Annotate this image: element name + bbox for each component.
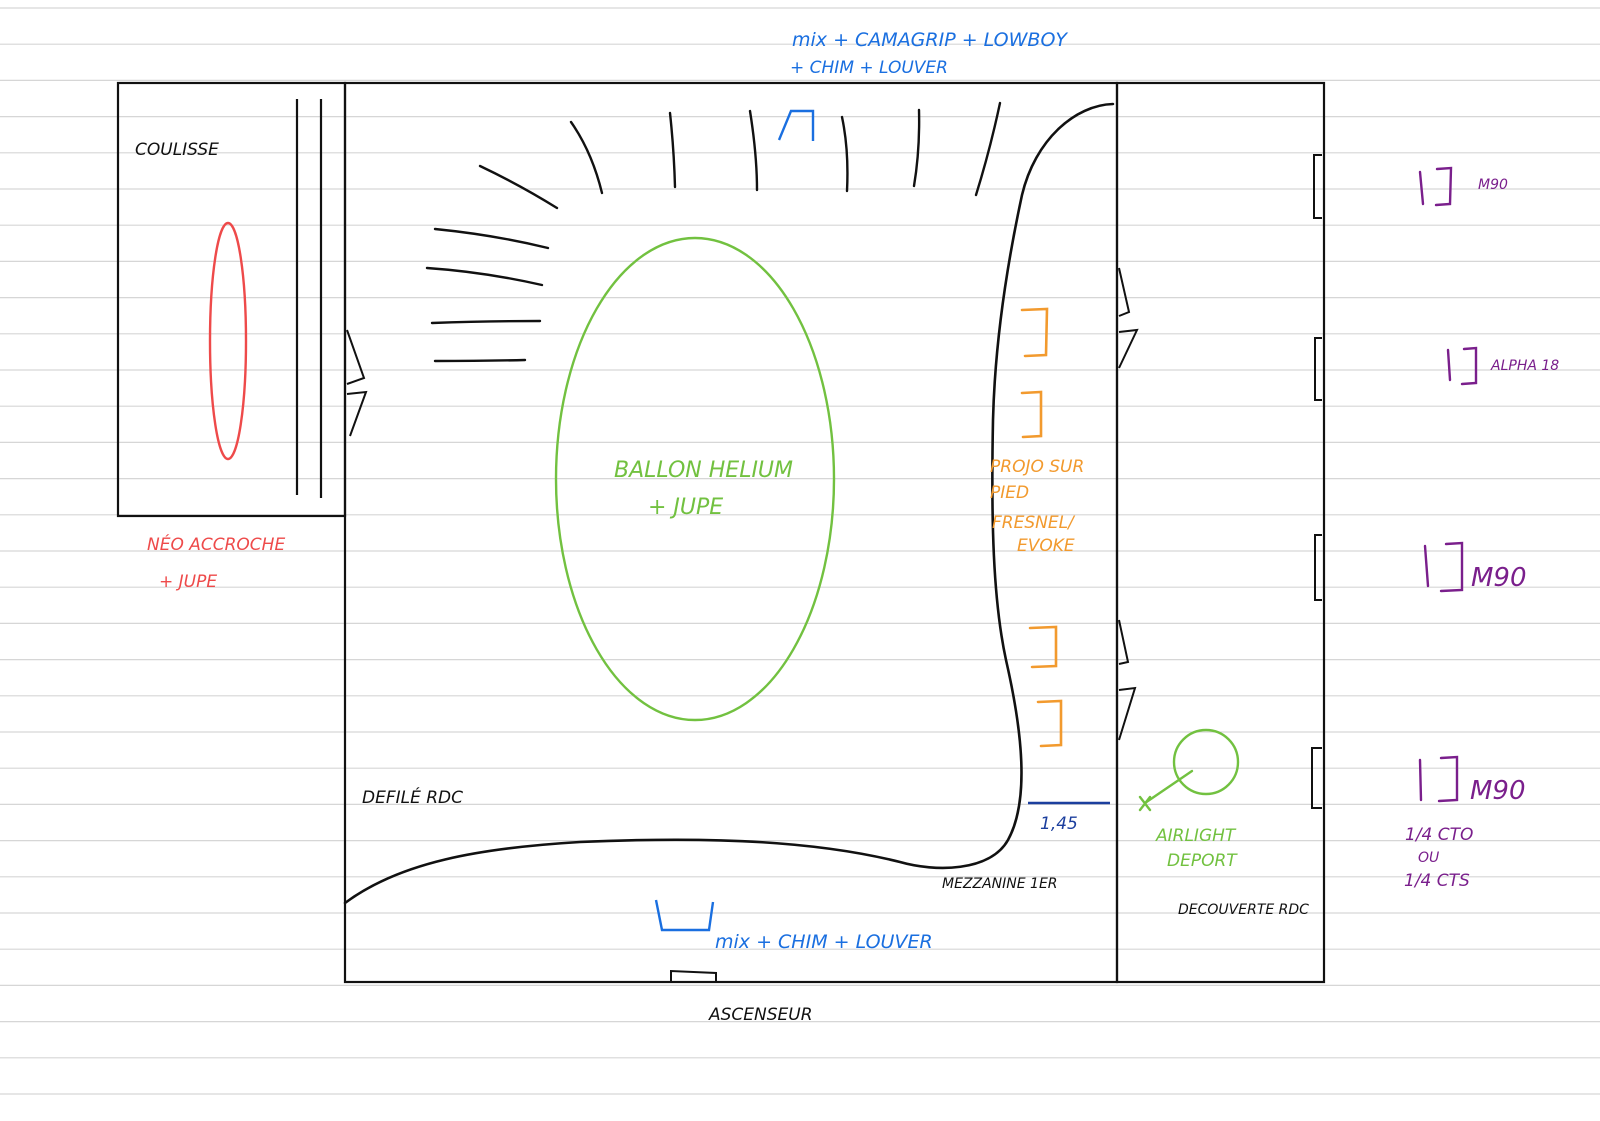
ballon-label-line2: + JUPE [648,495,723,520]
window4-label: M90 [1470,776,1526,806]
gel-label-line2: OU [1418,850,1439,866]
projo-label-line4: EVOKE [1017,536,1075,556]
neon-label-line1: NÉO ACCROCHE [147,533,285,555]
doors-right [1118,267,1139,741]
airlight-label-line1: AIRLIGHT [1155,826,1237,846]
window3-label: M90 [1471,563,1527,593]
decouverte-room [1115,81,1326,984]
bottom-fixture-icon [654,899,715,932]
defile-label: DEFILÉ RDC [362,786,463,808]
helium-balloon [554,236,836,722]
elevator-mark [670,969,717,982]
walls [116,81,1326,984]
mezzanine-outline [343,102,1115,905]
bottom-fixture-label: mix + CHIM + LOUVER [715,931,933,953]
airlight-icon [1138,728,1240,812]
height-label: 1,45 [1040,814,1078,834]
ascenseur-label: ASCENSEUR [708,1005,813,1025]
coulisse-label: COULISSE [135,140,219,160]
top-fixture-label-line2: + CHIM + LOUVER [790,58,948,78]
projo-label-line2: PIED [990,483,1029,503]
ballon-label-line1: BALLON HELIUM [614,458,793,483]
window2-label: ALPHA 18 [1490,358,1559,374]
top-fixture-label-line1: mix + CAMAGRIP + LOWBOY [792,29,1068,51]
gel-label-line3: 1/4 CTS [1404,871,1470,891]
neon-label-line2: + JUPE [159,572,217,592]
seating-rows [425,101,1002,363]
window1-label: M90 [1478,177,1508,193]
coulisse-rails [295,99,323,498]
top-fixture-icon [777,109,815,141]
projo-label-line3: FRESNEL/ [992,513,1076,533]
ruled-lines [0,7,1600,1095]
neon-fixture [208,221,248,461]
airlight-label-line2: DEPORT [1167,851,1238,871]
projo-label-line1: PROJO SUR [990,457,1084,477]
windows [1311,154,1322,809]
window-fixtures [1418,166,1478,803]
door-left [346,329,368,437]
decouverte-label: DECOUVERTE RDC [1178,902,1309,918]
gel-label-line1: 1/4 CTO [1405,825,1473,845]
mezzanine-label: MEZZANINE 1ER [942,876,1058,892]
projectors [1020,307,1063,748]
